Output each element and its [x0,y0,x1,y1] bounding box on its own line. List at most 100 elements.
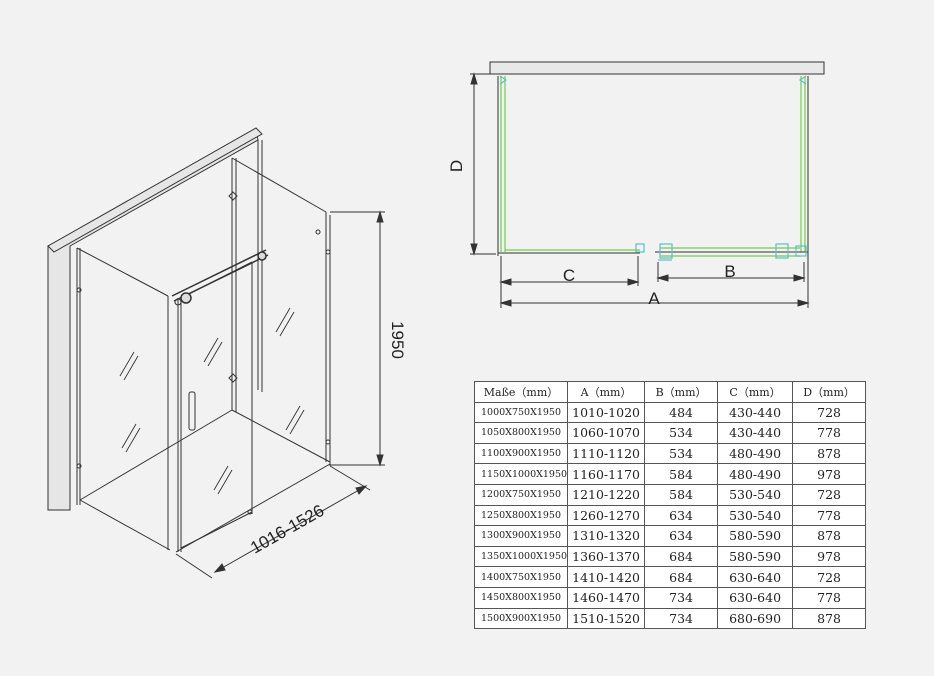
table-cell: 778 [792,586,867,609]
plan-frame-lines [497,76,809,256]
table-cell: 878 [792,525,867,547]
plan-glass-edges [500,76,806,257]
table-cell: 530-540 [717,504,794,527]
table-cell: 480-490 [717,442,794,465]
table-cell-size: 1450X800X1950 [473,586,569,609]
side-glass-panel [231,140,331,466]
table-cell: 734 [644,586,719,609]
table-cell: 728 [792,483,867,506]
table-cell: 734 [644,607,719,630]
dimension-a [499,256,810,308]
table-cell: 480-490 [717,463,794,485]
table-cell: 684 [644,545,719,568]
width-dimension [175,465,371,579]
header-d: D（mm） [792,381,867,403]
dimension-table: Maße（mm） A（mm） B（mm） C（mm） D（mm） 1000X75… [473,381,867,630]
table-cell: 580-590 [717,525,794,547]
table-cell-size: 1300X900X1950 [473,525,569,547]
top-view-wall [489,61,825,75]
height-label: 1950 [388,321,407,359]
top-view-plan [470,61,825,308]
header-c: C（mm） [717,381,794,403]
table-cell: 1410-1420 [567,566,646,588]
table-cell: 1060-1070 [567,422,646,444]
table-cell: 530-540 [717,483,794,506]
table-cell: 634 [644,525,719,547]
table-cell: 1260-1270 [567,504,646,527]
table-cell: 1110-1120 [567,442,646,465]
table-cell-size: 1150X1000X1950 [473,463,569,485]
table-cell: 684 [644,566,719,588]
table-cell: 1010-1020 [567,401,646,424]
top-rail [171,249,269,304]
table-cell-size: 1200X750X1950 [473,483,569,506]
table-cell: 1310-1320 [567,525,646,547]
hinge-brackets [228,191,238,383]
table-cell: 584 [644,483,719,506]
table-cell: 1460-1470 [567,586,646,609]
isometric-shower [47,127,385,579]
table-cell: 534 [644,422,719,444]
table-cell: 878 [792,442,867,465]
table-cell: 778 [792,422,867,444]
label-b: B [724,262,735,281]
table-cell-size: 1000X750X1950 [473,401,569,424]
height-dimension [330,210,385,467]
table-cell: 1360-1370 [567,545,646,568]
table-cell: 430-440 [717,422,794,444]
table-cell: 878 [792,607,867,630]
table-cell: 630-640 [717,566,794,588]
table-cell: 484 [644,401,719,424]
table-cell-size: 1250X800X1950 [473,504,569,527]
table-cell: 728 [792,401,867,424]
left-fixed-glass [76,247,171,551]
door-handle [188,391,196,431]
header-b: B（mm） [644,381,719,403]
table-cell: 430-440 [717,401,794,424]
table-cell: 534 [644,442,719,465]
wall-panel [47,127,263,511]
dimension-c [499,256,640,286]
table-cell: 1160-1170 [567,463,646,485]
header-a: A（mm） [567,381,646,403]
table-cell-size: 1100X900X1950 [473,442,569,465]
table-cell: 1510-1520 [567,607,646,630]
table-cell: 584 [644,463,719,485]
table-cell-size: 1500X900X1950 [473,607,569,630]
table-cell: 1210-1220 [567,483,646,506]
table-cell-size: 1050X800X1950 [473,422,569,444]
table-cell-size: 1350X1000X1950 [473,545,569,568]
table-header-row: Maße（mm） A（mm） B（mm） C（mm） D（mm） [473,381,867,403]
table-cell: 580-590 [717,545,794,568]
header-size: Maße（mm） [473,381,569,403]
label-a: A [648,289,660,308]
dimension-b [656,262,806,282]
table-cell: 728 [792,566,867,588]
table-cell: 978 [792,545,867,568]
table-cell: 680-690 [717,607,794,630]
table-cell: 978 [792,463,867,485]
label-c: C [563,266,575,285]
plan-fittings [499,75,807,261]
label-d: D [447,160,466,172]
dimension-d [470,72,496,256]
width-range-label: 1016-1526 [247,501,327,558]
table-cell: 630-640 [717,586,794,609]
table-cell: 634 [644,504,719,527]
table-cell: 778 [792,504,867,527]
glass-reflections [119,307,305,495]
sliding-door [174,261,253,552]
